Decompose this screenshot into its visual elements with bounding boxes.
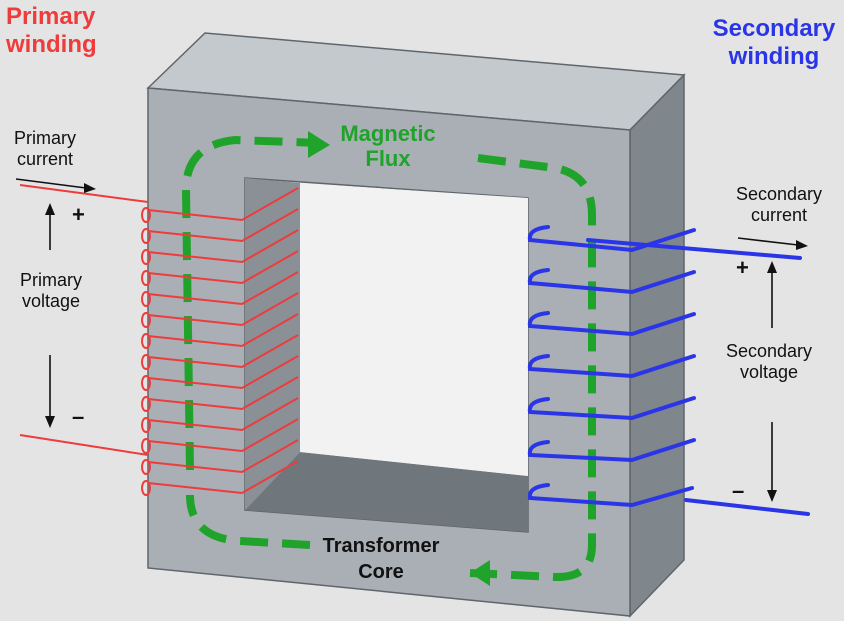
secondary-winding-title-line2: winding bbox=[728, 42, 820, 70]
magnetic-flux-line2: Flux bbox=[365, 146, 411, 172]
secondary-voltage-line2: voltage bbox=[739, 361, 799, 382]
secondary-current-line2: current bbox=[750, 204, 808, 225]
primary-voltage-label: Primary voltage bbox=[8, 270, 94, 311]
primary-winding-title-line2: winding bbox=[6, 30, 97, 58]
core-window-inner-bottom bbox=[245, 452, 528, 532]
primary-plus-sign: + bbox=[72, 202, 85, 227]
secondary-winding-title: Secondary winding bbox=[706, 15, 842, 70]
secondary-voltage-arrows-icon bbox=[767, 261, 777, 502]
magnetic-flux-line1: Magnetic bbox=[340, 121, 436, 146]
flux-arrow-bottom-icon bbox=[470, 560, 490, 586]
primary-current-line1: Primary bbox=[14, 128, 76, 148]
secondary-current-label: Secondary current bbox=[726, 184, 832, 225]
secondary-minus-sign: – bbox=[732, 478, 745, 503]
primary-voltage-arrows-icon bbox=[45, 203, 55, 428]
flux-arrow-top-icon bbox=[308, 131, 330, 158]
primary-coil bbox=[19, 184, 299, 496]
secondary-plus-sign: + bbox=[736, 255, 749, 280]
primary-voltage-line2: voltage bbox=[21, 290, 81, 311]
primary-current-arrow-icon bbox=[15, 178, 96, 193]
secondary-winding-title-line1: Secondary bbox=[712, 15, 836, 42]
magnetic-flux-label: Magnetic Flux bbox=[328, 121, 448, 172]
primary-current-label: Primary current bbox=[2, 128, 88, 169]
secondary-voltage-label: Secondary voltage bbox=[716, 341, 822, 382]
primary-current-line2: current bbox=[16, 148, 74, 169]
primary-voltage-line1: Primary bbox=[20, 270, 82, 290]
core-window-inner-left bbox=[245, 178, 300, 510]
transformer-core-line1: Transformer bbox=[322, 535, 440, 557]
primary-winding-title-line1: Primary bbox=[6, 3, 96, 30]
transformer-core-line2: Core bbox=[358, 561, 404, 583]
secondary-coil bbox=[527, 225, 810, 516]
primary-minus-sign: – bbox=[72, 404, 85, 429]
secondary-current-arrow-icon bbox=[737, 237, 808, 250]
core-side-face bbox=[629, 73, 685, 618]
secondary-current-line1: Secondary bbox=[735, 184, 823, 204]
transformer-core-label: Transformer Core bbox=[306, 533, 456, 585]
primary-winding-title: Primary winding bbox=[6, 3, 97, 58]
magnetic-flux-path bbox=[181, 135, 596, 582]
core-window bbox=[300, 183, 528, 476]
secondary-voltage-line1: Secondary bbox=[725, 341, 813, 361]
